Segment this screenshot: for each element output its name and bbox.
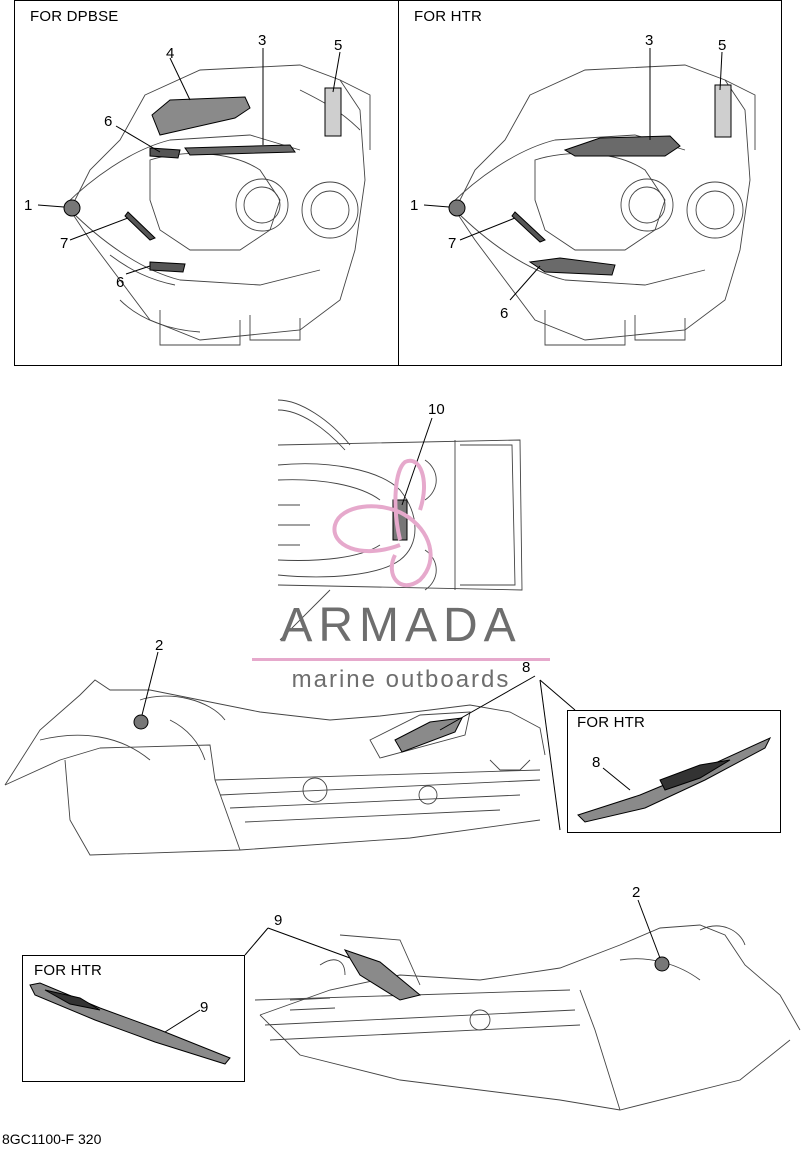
callout-8: 8 <box>522 659 530 676</box>
htr-front-view <box>449 64 756 346</box>
dpbse-leaders <box>37 48 341 275</box>
topdown-deck-view <box>277 399 523 641</box>
htr-mid-inset-frame <box>567 710 781 833</box>
htr-top-panel-label: FOR HTR <box>414 8 483 25</box>
stripe-decal-8-detail <box>659 759 731 791</box>
htr-top-callouts: 3 5 1 7 6 <box>410 32 726 322</box>
htr-top-decals <box>448 84 732 276</box>
callout-9: 9 <box>274 912 282 929</box>
watermark-title: ARMADA <box>280 599 522 652</box>
leader-inset-8 <box>602 767 631 791</box>
dpbse-front-view <box>64 64 371 346</box>
callout-9: 9 <box>200 999 208 1016</box>
callout-7: 7 <box>448 235 456 252</box>
stripe-decal-9-detail <box>44 989 101 1011</box>
htr-bottom-inset-frame <box>22 955 245 1082</box>
side-view-hull <box>4 679 546 856</box>
callout-7: 7 <box>60 235 68 252</box>
dpbse-callouts: 4 3 5 6 1 7 6 <box>24 32 342 291</box>
callout-6: 6 <box>104 113 112 130</box>
rear-side-view-hull <box>254 924 801 1111</box>
callout-10: 10 <box>428 401 445 418</box>
callout-5: 5 <box>334 37 342 54</box>
callout-1: 1 <box>24 197 32 214</box>
side-view-leaders <box>141 651 576 831</box>
side-view-decals <box>133 714 463 753</box>
htr-top-panel-frame <box>398 0 782 366</box>
watermark-subtitle: marine outboards <box>291 666 511 693</box>
callout-6: 6 <box>500 305 508 322</box>
rear-side-view-leaders <box>244 899 661 959</box>
leader-inset-9 <box>164 1009 201 1033</box>
rear-side-view-decals <box>343 949 670 1001</box>
watermark-logo-mark <box>332 458 433 588</box>
callout-3: 3 <box>645 32 653 49</box>
htr-mid-panel-label: FOR HTR <box>577 714 646 731</box>
callout-2: 2 <box>155 637 163 654</box>
callout-8: 8 <box>592 754 600 771</box>
callout-1: 1 <box>410 197 418 214</box>
htr-bottom-panel-label: FOR HTR <box>34 962 103 979</box>
htr-top-leaders <box>423 48 723 301</box>
callout-6: 6 <box>116 274 124 291</box>
callout-4: 4 <box>166 45 174 62</box>
callout-2: 2 <box>632 884 640 901</box>
watermark-divider <box>252 658 550 661</box>
diagram-code: 8GC1100-F 320 <box>2 1131 102 1147</box>
dpbse-panel-frame <box>14 0 399 366</box>
stripe-decal-8 <box>577 736 772 823</box>
dpbse-panel-label: FOR DPBSE <box>30 8 119 25</box>
dpbse-decals <box>63 87 342 273</box>
callout-3: 3 <box>258 32 266 49</box>
callout-5: 5 <box>718 37 726 54</box>
